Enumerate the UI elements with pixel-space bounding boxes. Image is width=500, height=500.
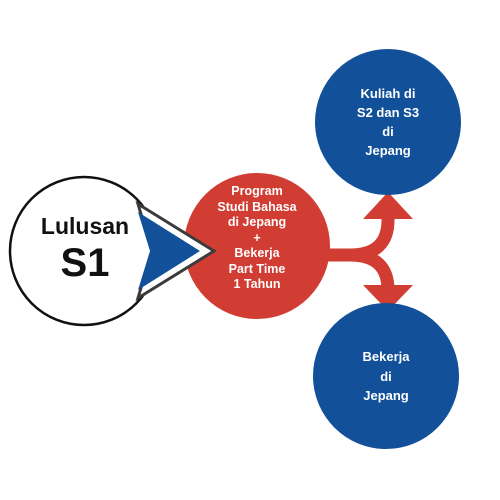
outcome-line: Jepang [363, 388, 409, 403]
outcome-circle-work [313, 303, 459, 449]
arrowhead-up [363, 192, 413, 219]
outcome-line: S2 dan S3 [356, 105, 420, 120]
outcome-line: di [380, 368, 392, 384]
program-label: Program Studi Bahasa di Jepang + Bekerja… [187, 184, 327, 293]
program-line: Program [231, 184, 283, 198]
outcome-line: Kuliah di [360, 86, 416, 101]
program-line: Bekerja [234, 246, 280, 260]
program-line: Part Time [228, 261, 286, 276]
outcome-study-label: Kuliah di S2 dan S3 di Jepang [318, 84, 458, 160]
outcome-work-label: Bekerja di Jepang [316, 347, 456, 406]
source-title: Lulusan [40, 213, 130, 239]
outcome-line: di [382, 124, 394, 139]
program-line: di Jepang [227, 215, 287, 229]
program-circle [184, 173, 330, 319]
outcome-line: Jepang [365, 143, 411, 158]
arrowhead-down [363, 285, 413, 311]
outcome-circle-study [315, 49, 461, 195]
source-subtitle: S1 [60, 241, 110, 285]
program-line: 1 Tahun [233, 277, 281, 291]
chevron-pointer [138, 212, 200, 290]
program-line: + [253, 230, 261, 245]
program-line: Studi Bahasa [217, 199, 297, 214]
outcome-line: Bekerja [362, 349, 410, 364]
